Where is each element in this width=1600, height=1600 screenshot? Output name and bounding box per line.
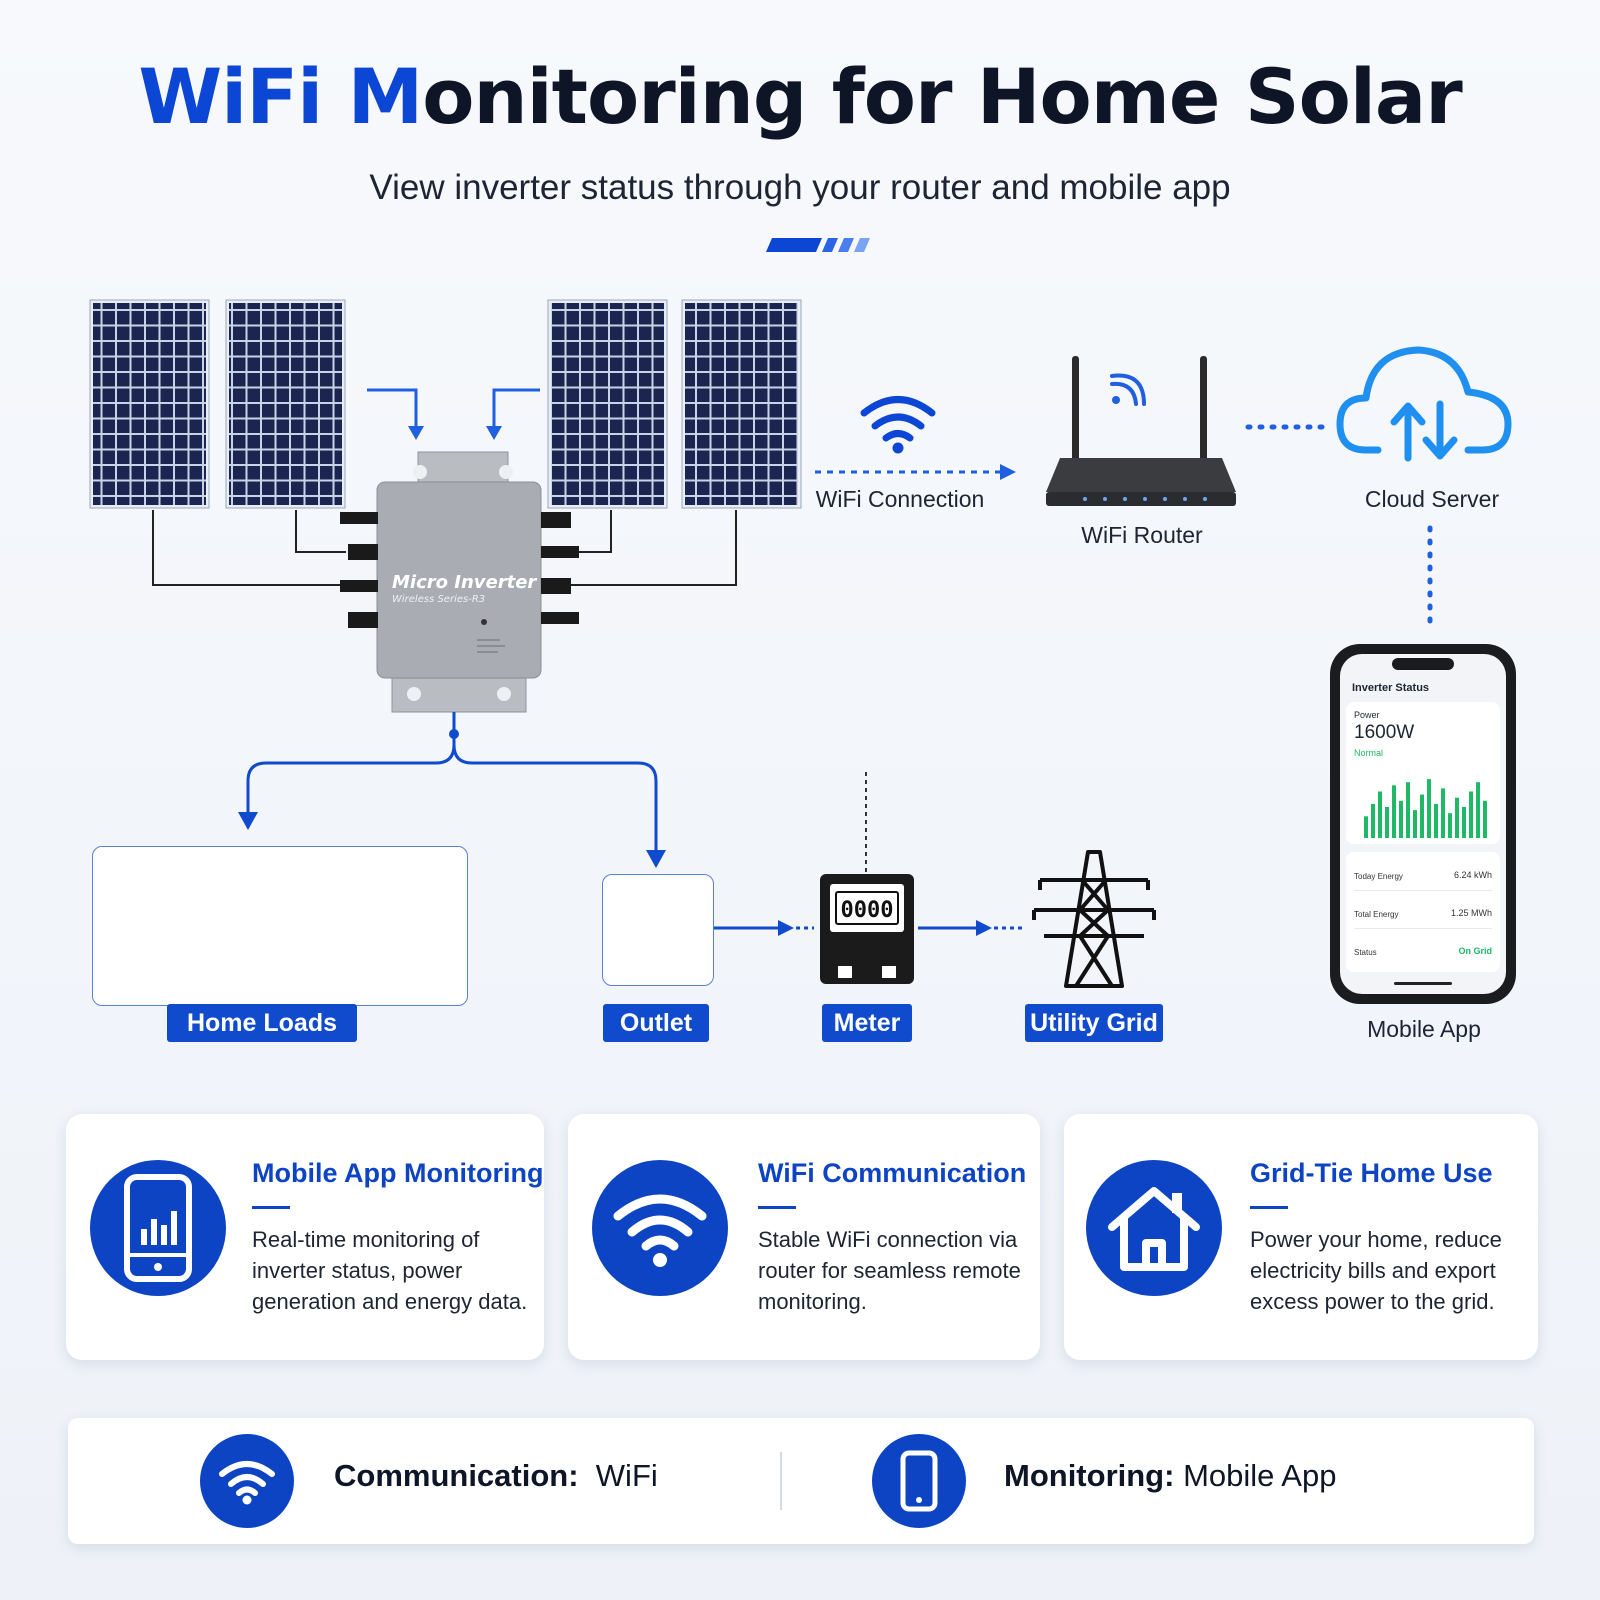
stat-label: Today Energy: [1354, 872, 1403, 881]
power-bar: [1371, 803, 1375, 838]
spec-bar: Communication: WiFi Monitoring: Mobile A…: [68, 1418, 1534, 1544]
feature-card-mobile-app: Mobile App Monitoring Real-time monitori…: [66, 1114, 544, 1360]
meter-icon: [820, 874, 914, 984]
spec-label: Monitoring:: [1004, 1458, 1175, 1493]
home-indicator: [1394, 982, 1452, 985]
power-state: Normal: [1354, 748, 1384, 758]
feature-desc: Stable WiFi connection via router for se…: [758, 1227, 1021, 1314]
power-bar: [1420, 794, 1424, 838]
power-card: Power 1600W Normal: [1346, 702, 1500, 844]
power-bar-chart: [1364, 779, 1487, 838]
stat-label: Total Energy: [1354, 910, 1399, 919]
cloud-server-label: Cloud Server: [1364, 486, 1500, 512]
stat-value: 1.25 MWh: [1450, 908, 1492, 918]
power-bar: [1399, 800, 1403, 838]
wifi-router-label: WiFi Router: [1081, 522, 1203, 548]
power-bar: [1406, 782, 1410, 838]
stat-row: Today Energy 6.24 kWh: [1354, 860, 1492, 891]
page-title: WiFi Monitoring for Home Solar: [0, 52, 1600, 141]
page-subtitle: View inverter status through your router…: [369, 168, 1231, 207]
stat-label: Status: [1354, 948, 1377, 957]
stat-value: 6.24 kWh: [1453, 870, 1492, 880]
utility-grid-label: Utility Grid: [1025, 1004, 1163, 1042]
power-label: Power: [1354, 710, 1380, 720]
title-highlight-m: M: [347, 52, 424, 141]
spec-label: Communication:: [334, 1458, 579, 1493]
stat-value: On Grid: [1458, 946, 1493, 956]
dc-wires: [152, 510, 737, 586]
phone-icon: [872, 1434, 966, 1528]
ac-output-lines: [246, 712, 658, 850]
power-bar: [1441, 788, 1445, 838]
feature-title: Mobile App Monitoring: [252, 1158, 544, 1188]
power-bar: [1448, 813, 1452, 838]
title-highlight-wifi: WiFi: [138, 52, 323, 141]
wifi-icon: [200, 1434, 294, 1528]
solar-panel-3: [547, 299, 668, 509]
feature-card-wifi: WiFi Communication Stable WiFi connectio…: [568, 1114, 1040, 1360]
power-bar: [1455, 797, 1459, 838]
feature-desc: Real-time monitoring of inverter status,…: [252, 1227, 528, 1314]
cloud-server-icon: [1336, 346, 1512, 462]
feature-rule: [1250, 1206, 1288, 1209]
phone-notch: [1392, 658, 1454, 670]
home-loads-box: [92, 846, 468, 1006]
solar-panel-2: [225, 299, 346, 509]
solar-panel-4: [681, 299, 802, 509]
utility-tower-icon: [1032, 850, 1156, 988]
power-bar: [1462, 807, 1466, 838]
power-bar: [1483, 800, 1487, 838]
spec-monitoring: Monitoring: Mobile App: [1004, 1458, 1336, 1494]
phone-chart-icon: [90, 1160, 226, 1296]
wifi-icon: [592, 1160, 728, 1296]
micro-inverter: [340, 451, 579, 713]
stat-row: Total Energy 1.25 MWh: [1354, 898, 1492, 929]
feature-rule: [252, 1206, 290, 1209]
outlet-box: [602, 874, 714, 986]
home-loads-label: Home Loads: [167, 1004, 357, 1042]
spec-value: WiFi: [595, 1458, 658, 1493]
system-diagram: Micro Inverter Wireless Series-R3: [89, 299, 1512, 988]
title-rest: onitoring for Home Solar: [422, 52, 1462, 141]
spec-value: Mobile App: [1183, 1458, 1337, 1493]
spec-divider: [780, 1452, 782, 1510]
wifi-connection-label: WiFi Connection: [815, 486, 985, 512]
wifi-signal-icon: [860, 396, 936, 442]
outlet-label: Outlet: [603, 1004, 709, 1042]
phone-screen-title: Inverter Status: [1352, 682, 1430, 694]
power-bar: [1476, 782, 1480, 838]
power-bar: [1392, 785, 1396, 838]
wifi-router: [1046, 356, 1236, 506]
power-bar: [1364, 816, 1368, 838]
stat-row: Status On Grid: [1354, 936, 1492, 966]
title-accent-stripes: [766, 238, 870, 252]
power-bar: [1427, 779, 1431, 838]
panel-to-inverter-arrows: [367, 388, 540, 440]
feature-desc: Power your home, reduce electricity bill…: [1250, 1227, 1502, 1314]
power-bar: [1378, 791, 1382, 838]
meter-label: Meter: [822, 1004, 912, 1042]
feature-title: WiFi Communication: [758, 1158, 1027, 1188]
spec-communication: Communication: WiFi: [334, 1458, 658, 1494]
feature-rule: [758, 1206, 796, 1209]
power-bar: [1434, 803, 1438, 838]
power-value: 1600W: [1354, 722, 1415, 743]
inverter-name: Micro Inverter: [392, 572, 537, 593]
power-bar: [1413, 810, 1417, 838]
feature-title: Grid-Tie Home Use: [1250, 1158, 1493, 1188]
power-bar: [1385, 807, 1389, 838]
feature-card-grid-tie: Grid-Tie Home Use Power your home, reduc…: [1064, 1114, 1538, 1360]
inverter-model: Wireless Series-R3: [392, 594, 485, 605]
solar-panel-1: [89, 299, 210, 509]
router-signal-icon: [1110, 373, 1146, 406]
power-bar: [1469, 791, 1473, 838]
meter-reading: 0000: [841, 898, 894, 923]
mobile-app-label: Mobile App: [1367, 1016, 1481, 1042]
phone-screen: Inverter Status Power 1600W Normal Today…: [1340, 654, 1506, 994]
house-icon: [1086, 1160, 1222, 1296]
